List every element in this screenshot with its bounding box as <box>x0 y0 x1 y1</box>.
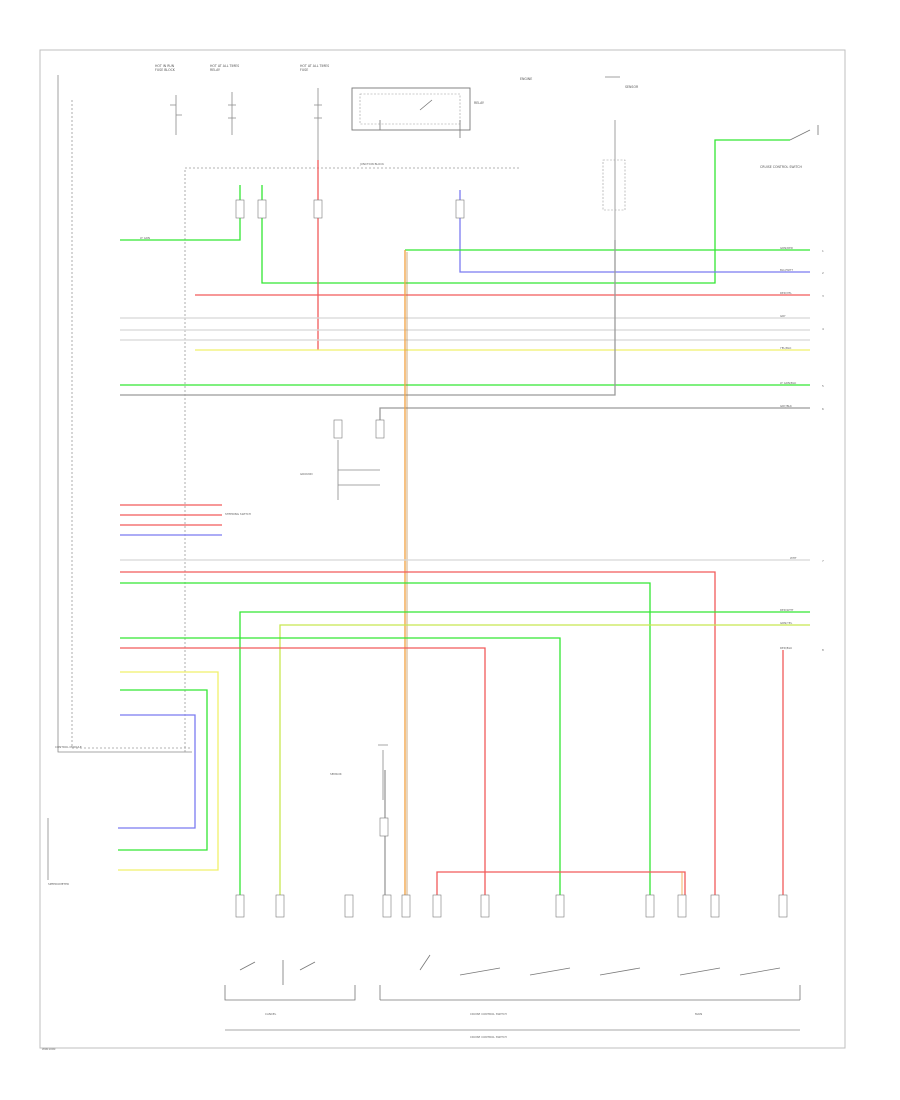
right-top-label: SENSOR <box>625 85 639 89</box>
wire-label-10: RED/WHT <box>780 608 794 612</box>
terminal-6: 6 <box>822 407 824 411</box>
switch-left-label: CANCEL <box>265 1012 277 1016</box>
wire-green-4 <box>239 611 810 915</box>
wire-blue-top <box>459 190 810 273</box>
wire-label-group: LT GRN GRN/RED BLU/WHT RED/YEL GRY YEL/B… <box>140 236 797 650</box>
connector-pins <box>235 199 788 918</box>
wire-green-top <box>261 139 790 284</box>
wire-label-7: LT GRN/BLK <box>780 381 796 385</box>
steering-switch-label: STEERING SWITCH <box>225 512 251 516</box>
wire-red-3 <box>120 647 486 915</box>
engine-label: ENGINE <box>520 77 532 81</box>
ground-label: SENSOR <box>330 772 342 776</box>
hot-fuse-2b-label: RELAY <box>210 68 220 72</box>
sensor-element: GROUND <box>300 440 380 500</box>
wire-label-6: YEL/BLK <box>780 346 791 350</box>
switch-right-label: MAIN <box>695 1012 702 1016</box>
bottom-bus-label: CRUISE CONTROL SWITCH <box>470 1035 507 1039</box>
hot-fuse-2-label: HOT AT ALL TIMES <box>210 64 239 68</box>
wire-label-1: LT GRN <box>140 236 150 240</box>
terminal-7: 7 <box>822 559 824 563</box>
diagram-frame <box>39 49 846 1049</box>
wire-label-4: RED/YEL <box>780 291 792 295</box>
terminal-4: 4 <box>822 327 824 331</box>
switch-mid-label: CRUISE CONTROL SWITCH <box>470 1012 507 1016</box>
terminal-2: 2 <box>822 271 824 275</box>
wire-gray-2 <box>120 240 616 396</box>
wire-green-loop <box>118 689 208 851</box>
left-module-outline <box>71 100 192 749</box>
wire-label-12: RED/BLU <box>780 646 792 650</box>
wire-label-5: GRY <box>780 314 786 318</box>
wires <box>118 139 810 915</box>
hot-fuse-group: HOT IN RUN FUSE BLOCK HOT AT ALL TIMES R… <box>155 64 329 160</box>
wire-label-11: GRN/YEL <box>780 621 793 625</box>
hot-fuse-3-label: HOT AT ALL TIMES <box>300 64 329 68</box>
wire-label-2: GRN/RED <box>780 246 793 250</box>
hot-fuse-1-label: HOT IN RUN <box>155 64 175 68</box>
wire-blue-loop <box>118 714 196 829</box>
sensor-label: GROUND <box>300 472 313 476</box>
wire-label-3: BLU/WHT <box>780 268 793 272</box>
wire-green-3 <box>120 582 651 915</box>
wire-label-8: GRY/BLK <box>780 404 792 408</box>
wire-label-9: WHT <box>790 556 797 560</box>
wire-green-short <box>120 185 241 241</box>
wire-yellow-loop <box>118 671 219 871</box>
left-module-label: CONTROL MODULE <box>55 745 82 749</box>
hot-fuse-1b-label: FUSE BLOCK <box>155 68 176 72</box>
terminal-8: 8 <box>822 648 824 652</box>
top-right-component: ENGINE SENSOR <box>520 76 639 240</box>
wire-red-bus <box>436 871 686 915</box>
left-module-bracket <box>57 75 192 753</box>
wire-green-5 <box>120 637 561 915</box>
ground-symbol: SENSOR <box>330 744 388 800</box>
terminal-3: 3 <box>822 294 824 298</box>
terminal-1: 1 <box>822 249 824 253</box>
figure-id: W001000 <box>42 1047 56 1051</box>
wire-red-2 <box>120 571 716 915</box>
cruise-switch-right-label: CRUISE CONTROL SWITCH <box>760 165 802 169</box>
terminal-5: 5 <box>822 384 824 388</box>
bottom-switch-group: CANCEL CRUISE CONTROL SWITCH MAIN CRUISE… <box>224 954 801 1039</box>
relay-box: RELAY JUNCTION BLOCK <box>351 87 484 166</box>
fuse-block-label: JUNCTION BLOCK <box>359 162 384 166</box>
hot-fuse-3b-label: FUSE <box>300 68 308 72</box>
wire-gray-3 <box>379 407 810 430</box>
cruise-switch-right: CRUISE CONTROL SWITCH <box>760 125 819 169</box>
terminal-numbers: 1 2 3 4 5 6 7 8 <box>822 249 824 652</box>
relay-label: RELAY <box>474 101 484 105</box>
bottom-left-module-label: SPEEDOMETER <box>48 882 69 886</box>
wire-yellow-green <box>279 624 810 915</box>
